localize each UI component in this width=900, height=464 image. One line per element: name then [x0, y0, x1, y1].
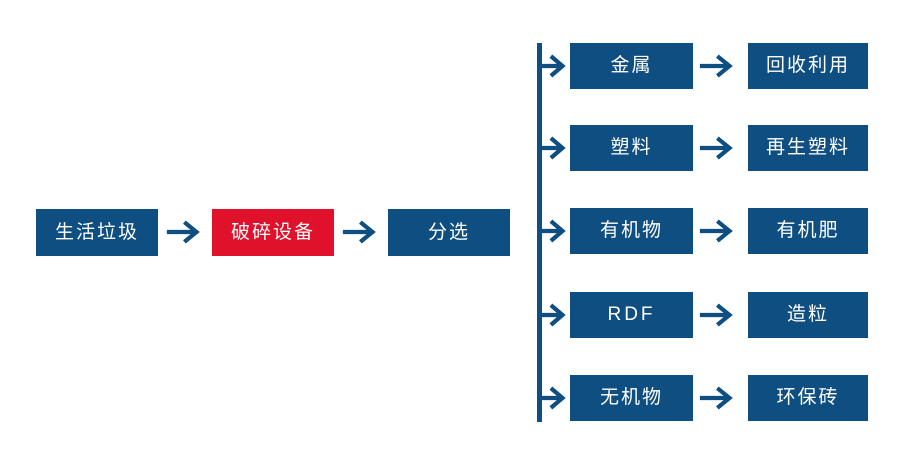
- node-product-4[interactable]: 环保砖: [748, 375, 868, 421]
- node-material-4[interactable]: 无机物: [570, 375, 693, 421]
- branch-arrow-icon-3: [540, 301, 570, 329]
- branch-arrow-icon-1: [540, 134, 570, 162]
- node-material-1-label: 塑料: [610, 137, 653, 158]
- node-material-3-label: RDF: [607, 304, 656, 325]
- arrow-right-icon-branch-1: [699, 134, 737, 162]
- node-product-2[interactable]: 有机肥: [748, 208, 868, 254]
- node-product-4-label: 环保砖: [776, 387, 840, 408]
- arrow-right-icon-branch-2: [699, 217, 737, 245]
- arrow-right-icon-main-1: [342, 218, 380, 246]
- node-main-2[interactable]: 分选: [388, 209, 510, 256]
- branch-arrow-icon-4: [540, 384, 570, 412]
- node-product-1-label: 再生塑料: [765, 137, 850, 158]
- node-product-3[interactable]: 造粒: [748, 292, 868, 338]
- node-material-2[interactable]: 有机物: [570, 208, 693, 254]
- node-material-3[interactable]: RDF: [570, 292, 693, 338]
- node-product-1[interactable]: 再生塑料: [748, 125, 868, 171]
- node-main-1[interactable]: 破碎设备: [212, 209, 334, 256]
- node-product-3-label: 造粒: [786, 304, 829, 325]
- arrow-right-icon-branch-0: [699, 52, 737, 80]
- arrow-right-icon-branch-3: [699, 301, 737, 329]
- branch-arrow-icon-2: [540, 217, 570, 245]
- node-main-0[interactable]: 生活垃圾: [36, 209, 158, 256]
- node-material-1[interactable]: 塑料: [570, 125, 693, 171]
- arrow-right-icon-branch-4: [699, 384, 737, 412]
- arrow-right-icon-main-0: [166, 218, 204, 246]
- node-product-0[interactable]: 回收利用: [748, 43, 868, 89]
- node-product-0-label: 回收利用: [765, 55, 850, 76]
- node-main-2-label: 分选: [427, 221, 470, 243]
- node-main-1-label: 破碎设备: [230, 221, 315, 243]
- node-material-0-label: 金属: [610, 55, 653, 76]
- node-material-4-label: 无机物: [599, 387, 663, 408]
- node-main-0-label: 生活垃圾: [54, 221, 139, 243]
- node-product-2-label: 有机肥: [776, 220, 840, 241]
- node-material-0[interactable]: 金属: [570, 43, 693, 89]
- branch-arrow-icon-0: [540, 52, 570, 80]
- node-material-2-label: 有机物: [599, 220, 663, 241]
